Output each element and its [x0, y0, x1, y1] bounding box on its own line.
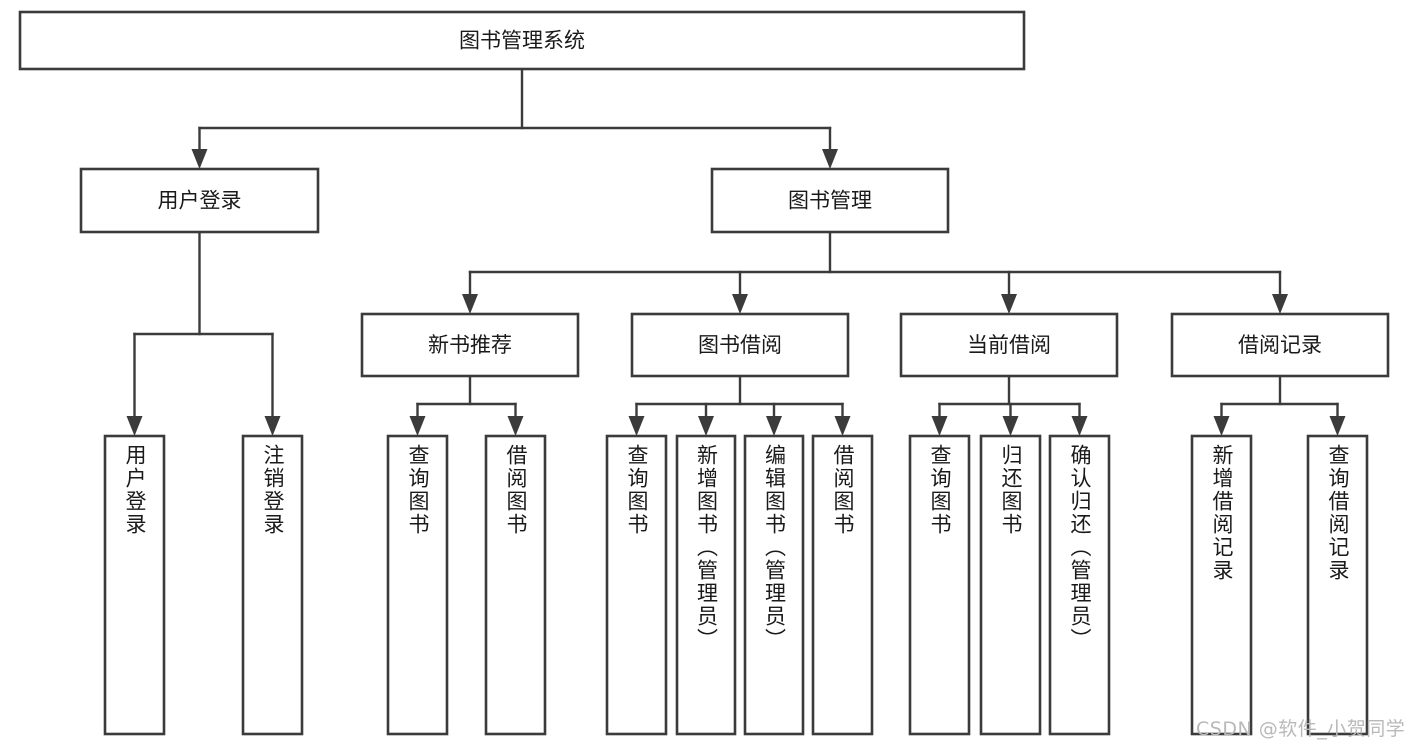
arrow-head-icon — [1071, 416, 1088, 436]
node-box-leaf-confirm-return[interactable] — [1048, 434, 1111, 736]
node-box-leaf-query-borrow-record[interactable] — [1306, 434, 1369, 736]
node-box-new-book-recommend[interactable] — [360, 312, 580, 378]
arrow-head-icon — [834, 416, 851, 436]
arrow-head-icon — [462, 294, 478, 314]
arrow-head-icon — [264, 416, 281, 436]
arrow-head-icon — [1002, 416, 1019, 436]
node-box-leaf-borrow-book-recommend[interactable] — [484, 434, 547, 736]
node-box-leaf-borrow-book[interactable] — [811, 434, 874, 736]
arrow-head-icon — [126, 416, 143, 436]
node-box-user-login[interactable] — [79, 167, 320, 234]
arrow-head-icon — [1001, 294, 1017, 314]
node-label-current-borrow: 当前借阅 — [967, 333, 1051, 357]
node-box-leaf-add-book[interactable] — [675, 434, 737, 736]
arrow-head-icon — [409, 416, 426, 436]
node-label-book-manage: 图书管理 — [788, 189, 872, 213]
arrow-head-icon — [628, 416, 645, 436]
node-box-book-borrow[interactable] — [630, 312, 850, 378]
node-box-root[interactable] — [18, 10, 1026, 71]
node-box-leaf-query-book-current[interactable] — [908, 434, 971, 736]
node-box-book-manage[interactable] — [710, 167, 950, 234]
arrow-head-icon — [732, 294, 748, 314]
arrow-head-icon — [1329, 416, 1346, 436]
arrow-head-icon — [507, 416, 524, 436]
arrow-head-icon — [191, 149, 208, 169]
node-label-book-borrow: 图书借阅 — [698, 333, 782, 357]
arrow-head-icon — [1272, 294, 1288, 314]
node-box-leaf-logout[interactable] — [241, 434, 304, 736]
node-box-leaf-query-book-recommend[interactable] — [386, 434, 449, 736]
node-label-borrow-record: 借阅记录 — [1238, 333, 1322, 357]
csdn-watermark: CSDN @软件_小贺同学 — [1196, 718, 1405, 740]
connectors-layer — [126, 67, 1346, 436]
node-box-leaf-user-login[interactable] — [103, 434, 166, 736]
arrow-head-icon — [698, 416, 714, 436]
node-label-new-book-recommend: 新书推荐 — [428, 333, 512, 357]
node-label-root: 图书管理系统 — [459, 29, 585, 53]
node-box-leaf-return-book[interactable] — [979, 434, 1042, 736]
arrow-head-icon — [822, 149, 838, 169]
node-box-current-borrow[interactable] — [899, 312, 1119, 378]
arrow-head-icon — [1213, 416, 1230, 436]
node-box-borrow-record[interactable] — [1170, 312, 1390, 378]
arrow-head-icon — [766, 416, 782, 436]
node-label-user-login: 用户登录 — [158, 189, 242, 213]
boxes-layer — [18, 10, 1390, 736]
node-box-leaf-query-book-borrow[interactable] — [605, 434, 668, 736]
node-box-leaf-add-borrow-record[interactable] — [1190, 434, 1253, 736]
arrow-head-icon — [931, 416, 948, 436]
node-box-leaf-edit-book[interactable] — [743, 434, 805, 736]
